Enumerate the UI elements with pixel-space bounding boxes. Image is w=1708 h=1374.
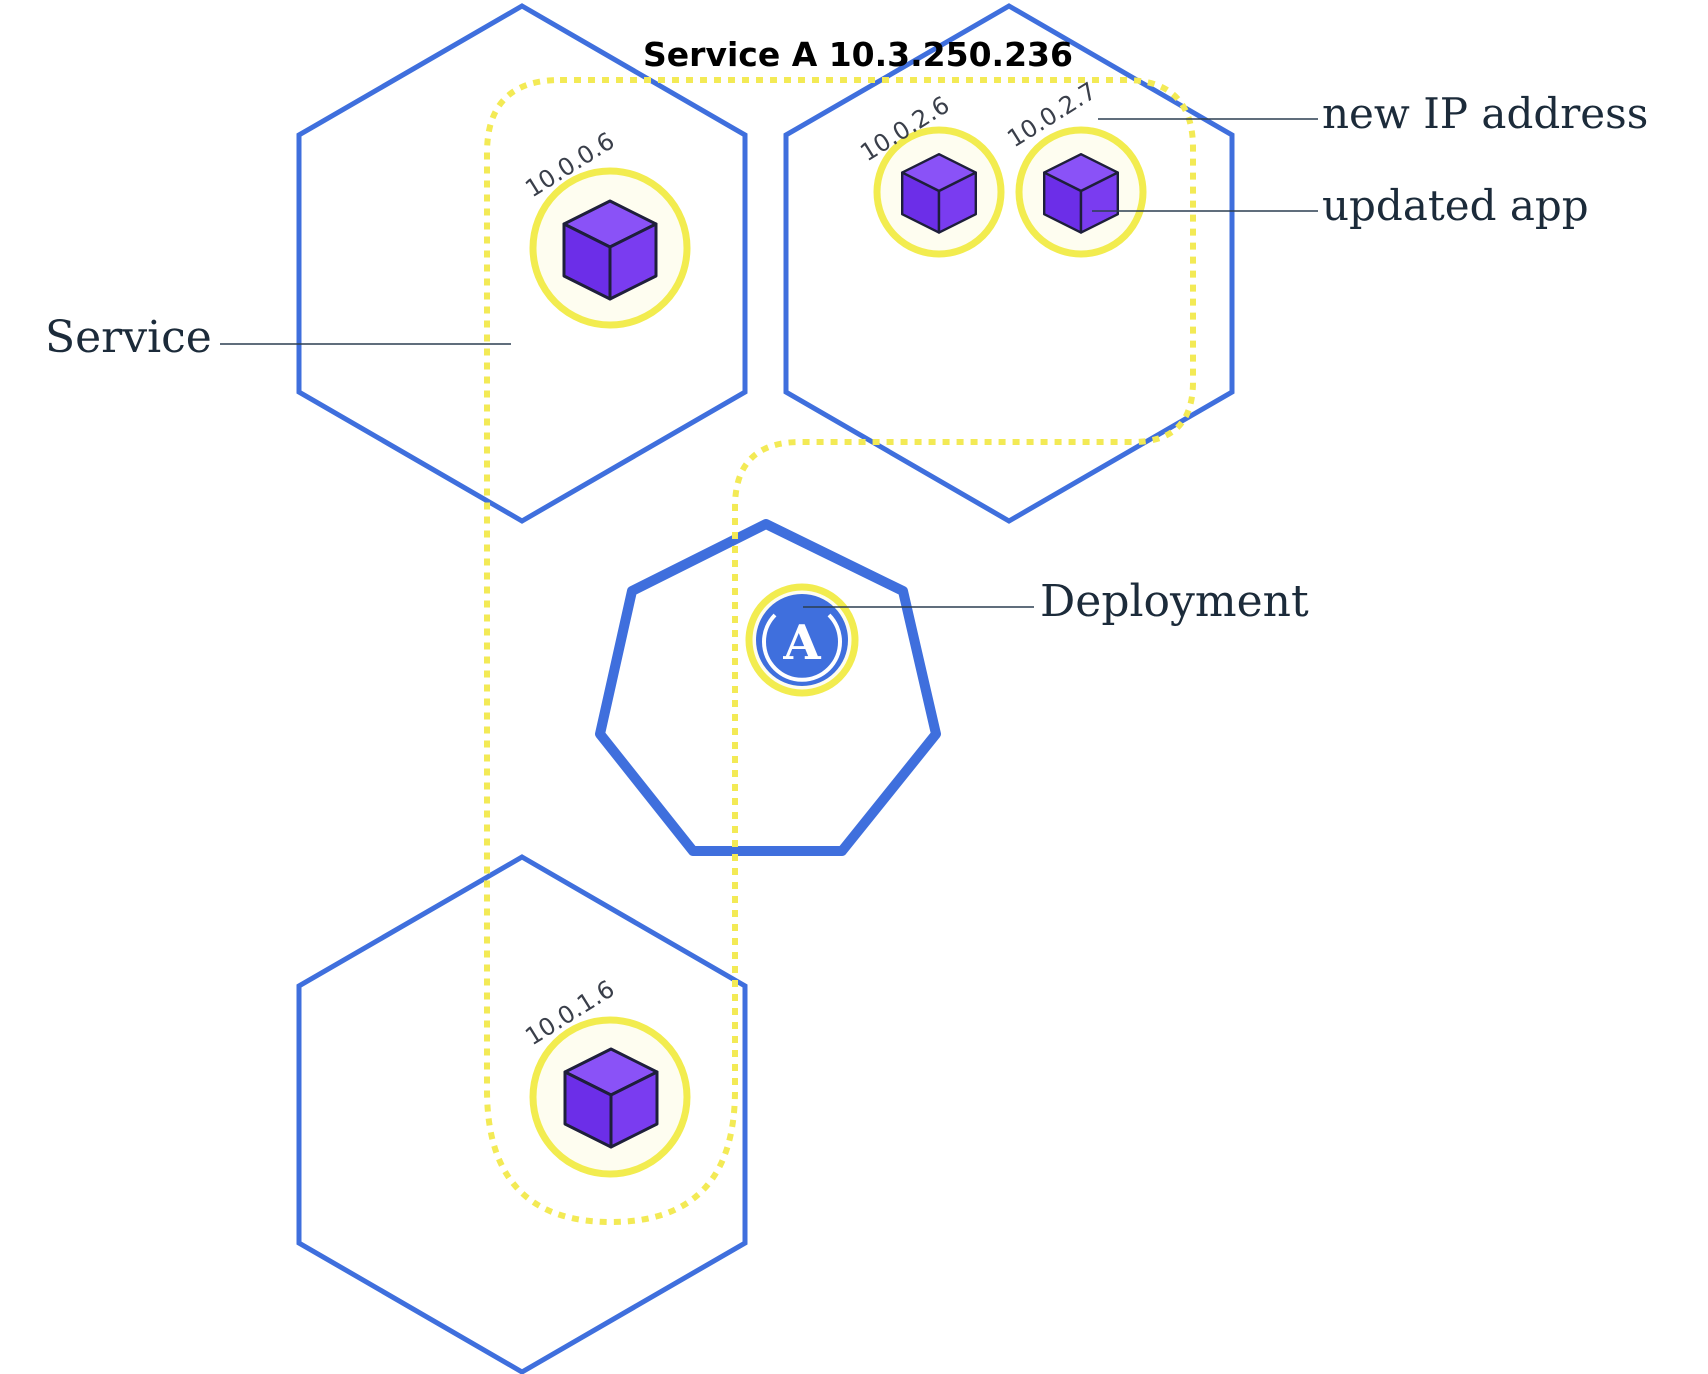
service-title: Service A 10.3.250.236 xyxy=(643,35,1073,74)
pod-cube-icon xyxy=(562,199,658,301)
label-deployment: Deployment xyxy=(1040,576,1309,627)
pod-cube-icon xyxy=(563,1047,659,1149)
pod-10-0-1-6: 10.0.1.6 xyxy=(520,975,691,1178)
node-hexagon-bottom xyxy=(296,854,748,1374)
pod-10-0-0-6: 10.0.0.6 xyxy=(520,127,691,329)
deployment-badge-letter: A xyxy=(782,615,821,671)
node-hexagon-top-right xyxy=(783,3,1235,524)
pod-10-0-2-6: 10.0.2.6 xyxy=(855,91,1005,258)
pod-cube-icon xyxy=(1042,152,1120,234)
label-updated-app: updated app xyxy=(1322,181,1589,230)
service-outline xyxy=(484,77,1196,1226)
pod-10-0-2-7: 10.0.2.7 xyxy=(1002,77,1147,258)
pod-cube-icon xyxy=(901,152,977,234)
label-new-ip-address: new IP address xyxy=(1322,89,1648,138)
deployment-badge-icon: A xyxy=(745,583,859,697)
node-hexagon-top-left xyxy=(296,3,748,524)
deployment-heptagon xyxy=(595,519,941,856)
label-service: Service xyxy=(45,312,212,363)
